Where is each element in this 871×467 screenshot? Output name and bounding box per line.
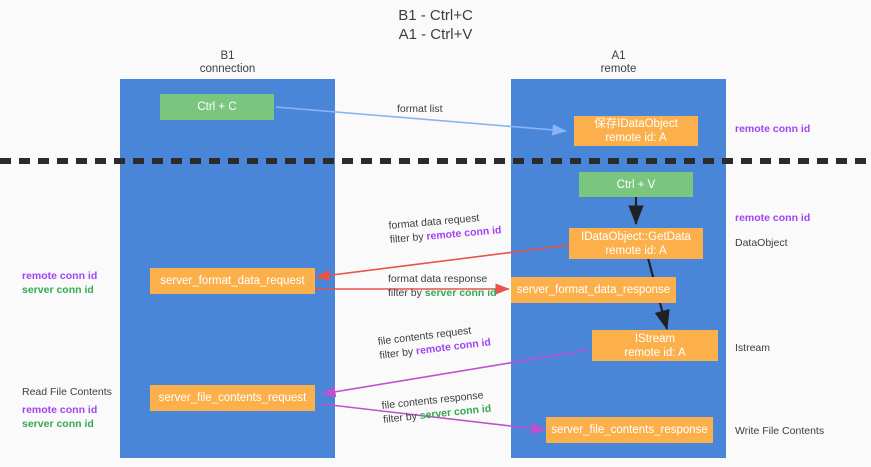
node-server-format-data-request[interactable]: server_format_data_request — [150, 268, 315, 294]
node-istream[interactable]: IStream remote id: A — [592, 330, 718, 361]
node-server-format-data-response[interactable]: server_format_data_response — [511, 277, 676, 303]
node-istream-line1: IStream — [634, 332, 676, 345]
node-ctrl-v-label: Ctrl + V — [616, 178, 656, 191]
annotation-left-read-file-contents: Read File Contents — [22, 386, 112, 398]
node-save-idataobject-line1: 保存IDataObject — [594, 118, 678, 130]
annotation-left-mid-server: server conn id — [22, 284, 94, 296]
node-save-idataobject-line2: remote id: A — [605, 132, 667, 144]
node-istream-line2: remote id: A — [624, 346, 686, 359]
column-header-b1-name: B1 — [220, 50, 235, 62]
node-idataobject-getdata[interactable]: IDataObject::GetData remote id: A — [569, 228, 703, 259]
phase-divider — [0, 158, 871, 164]
edge-label-format-data-response: format data response filter by server co… — [388, 272, 497, 300]
node-server-format-data-response-label: server_format_data_response — [516, 284, 671, 296]
edge-label-file-contents-response-prefix: filter by — [382, 410, 421, 426]
edge-label-format-list: format list — [397, 102, 443, 116]
edge-label-format-data-request: format data request filter by remote con… — [388, 209, 502, 247]
edge-label-format-data-request-prefix: filter by — [389, 230, 427, 246]
column-header-b1: B1 connection — [120, 50, 335, 76]
annotation-right-write-file-contents: Write File Contents — [735, 425, 825, 437]
annotation-right-dataobject: DataObject — [735, 237, 788, 249]
edge-label-format-list-text: format list — [397, 103, 443, 115]
node-server-format-data-request-label: server_format_data_request — [160, 275, 305, 287]
annotation-right-remote-conn-id-mid: remote conn id — [735, 212, 811, 224]
edge-label-format-data-response-key: server conn id — [424, 287, 497, 299]
node-ctrl-v[interactable]: Ctrl + V — [579, 172, 693, 197]
annotation-left-conn-ids-mid: remote conn id server conn id — [22, 269, 97, 297]
edge-label-file-contents-response: file contents response filter by server … — [381, 388, 492, 427]
title-line-1: B1 - Ctrl+C — [398, 7, 473, 24]
column-header-a1: A1 remote — [511, 50, 726, 76]
node-server-file-contents-response[interactable]: server_file_contents_response — [546, 417, 713, 443]
node-server-file-contents-request[interactable]: server_file_contents_request — [150, 385, 315, 411]
annotation-left-bot-remote: remote conn id — [22, 404, 98, 416]
annotation-right-remote-conn-id-top: remote conn id — [735, 123, 811, 135]
edge-label-file-contents-request-prefix: filter by — [378, 345, 417, 362]
node-getdata-line2: remote id: A — [605, 244, 667, 257]
annotation-right-istream: Istream — [735, 342, 771, 354]
edge-label-file-contents-request: file contents request filter by remote c… — [377, 321, 492, 362]
page-title: B1 - Ctrl+C A1 - Ctrl+V — [0, 6, 871, 44]
annotation-left-bot-server: server conn id — [22, 418, 94, 430]
node-getdata-line1: IDataObject::GetData — [581, 230, 691, 243]
annotation-left-mid-remote: remote conn id — [22, 270, 98, 282]
column-header-a1-role: remote — [600, 63, 637, 75]
edge-label-format-data-response-line1: format data response — [388, 273, 488, 285]
node-ctrl-c-label: Ctrl + C — [197, 101, 237, 113]
node-server-file-contents-request-label: server_file_contents_request — [158, 392, 307, 404]
node-save-idataobject[interactable]: 保存IDataObject remote id: A — [574, 116, 698, 146]
title-line-2: A1 - Ctrl+V — [398, 26, 473, 43]
annotation-left-conn-ids-bottom: remote conn id server conn id — [22, 403, 97, 431]
node-ctrl-c[interactable]: Ctrl + C — [160, 94, 274, 120]
edge-label-format-data-response-prefix: filter by — [388, 287, 425, 299]
column-header-b1-role: connection — [199, 63, 256, 75]
column-header-a1-name: A1 — [611, 50, 626, 62]
node-server-file-contents-response-label: server_file_contents_response — [551, 424, 708, 436]
